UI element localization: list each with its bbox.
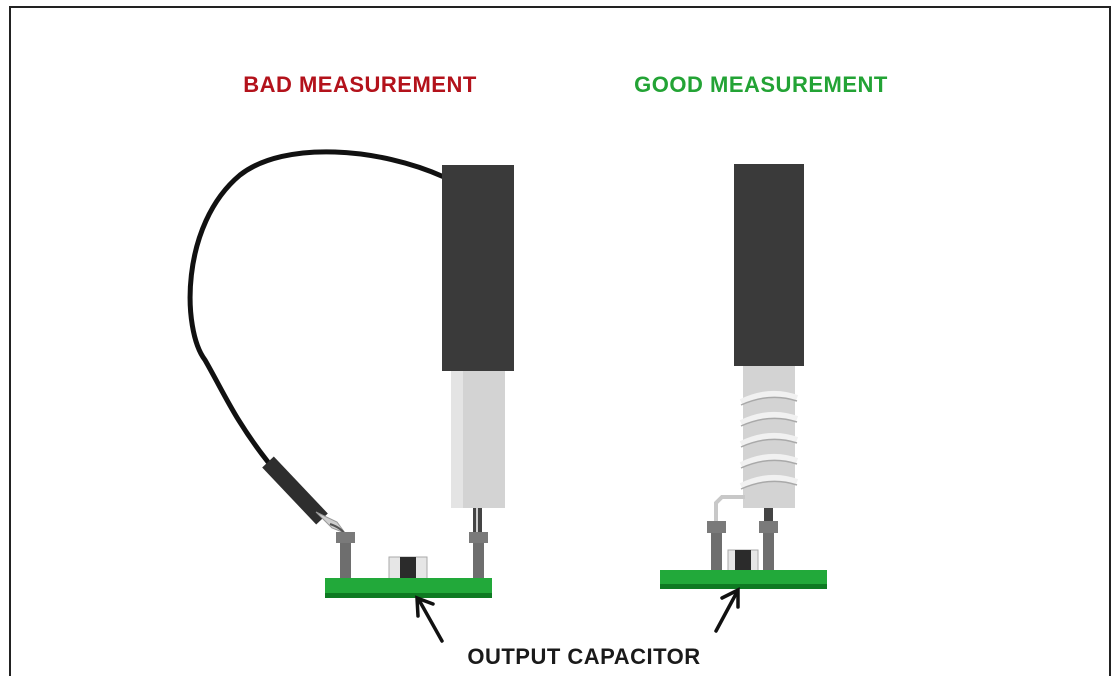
ground-pin	[707, 521, 726, 571]
ground-spring	[739, 390, 799, 489]
signal-pin	[469, 532, 488, 578]
output-capacitor-label: OUTPUT CAPACITOR	[467, 644, 700, 669]
diagram-frame	[9, 6, 1111, 676]
bad-measurement-title: BAD MEASUREMENT	[243, 72, 477, 97]
output-capacitor	[727, 549, 759, 572]
ground-clip	[262, 456, 347, 537]
good-setup	[660, 164, 827, 589]
spring-ground-lead	[714, 495, 745, 522]
arrow-to-bad-capacitor	[415, 595, 444, 643]
ground-lead-wire	[187, 149, 447, 465]
probe-tip	[764, 508, 773, 522]
probe-body	[442, 165, 514, 371]
arrow-to-good-capacitor	[714, 587, 740, 633]
bad-setup	[187, 149, 514, 598]
ground-pin	[336, 532, 355, 578]
probe-body	[734, 164, 804, 366]
output-capacitor	[388, 556, 428, 580]
good-measurement-title: GOOD MEASUREMENT	[634, 72, 888, 97]
signal-pin	[759, 521, 778, 571]
